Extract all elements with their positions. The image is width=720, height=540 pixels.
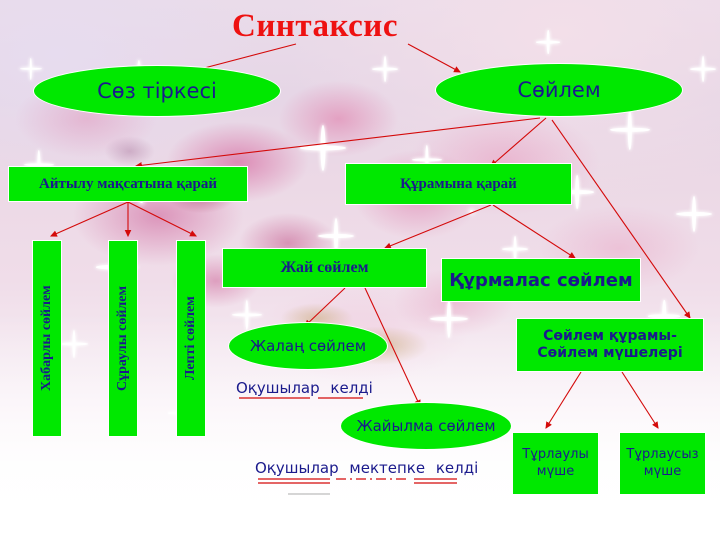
- node-aitylu-maqsatyna-qarai[interactable]: Айтылу мақсатына қарай: [8, 166, 248, 202]
- example-jaiylma-word-3: келді: [435, 459, 479, 477]
- node-qurmalas-label: Құрмалас сөйлем: [449, 269, 633, 291]
- node-jaiylma-label: Жайылма сөйлем: [356, 417, 496, 435]
- example-jaiylma-sentence: Оқушылар мектепке келді: [255, 459, 484, 477]
- arrow-quramy-to-turlausyz: [621, 371, 659, 429]
- node-jaiylma-soilem[interactable]: Жайылма сөйлем: [340, 402, 512, 450]
- node-turlausyz-line1: Тұрлаусыз: [626, 446, 699, 462]
- node-turlauly-line2: мүше: [536, 463, 575, 479]
- node-soz-tirkesi[interactable]: Сөз тіркесі: [33, 65, 281, 117]
- node-soilem-quramy-line1: Сөйлем құрамы-: [543, 327, 677, 344]
- node-soilem[interactable]: Сөйлем: [435, 63, 683, 117]
- node-surauly-soilem[interactable]: Сұраулы сөйлем: [108, 240, 138, 437]
- node-habarly-label: Хабарлы сөйлем: [39, 285, 54, 392]
- example-underlines: [239, 397, 457, 495]
- arrow-aitylu-to-lepti: [127, 201, 197, 237]
- example-jaiylma-word-2: мектепке: [349, 459, 426, 477]
- arrow-quramyna-to-jai-soilem: [383, 204, 492, 249]
- arrow-quramyna-to-qurmalas: [492, 204, 576, 259]
- node-lepti-soilem[interactable]: Лепті сөйлем: [176, 240, 206, 437]
- arrow-soilem-to-quramyna: [490, 117, 547, 167]
- arrow-jai-to-jalan: [304, 287, 346, 327]
- node-turlausyz-mushe[interactable]: Тұрлаусыз мүше: [619, 432, 706, 495]
- node-soilem-label: Сөйлем: [517, 78, 601, 102]
- example-jalan-sentence: Оқушылар келді: [236, 379, 379, 397]
- arrow-title-to-soilem: [407, 43, 461, 73]
- node-quramyna-label: Құрамына қарай: [400, 175, 517, 192]
- node-turlausyz-line2: мүше: [643, 463, 682, 479]
- node-lepti-label: Лепті сөйлем: [183, 296, 198, 381]
- node-quramyna-qarai[interactable]: Құрамына қарай: [345, 163, 572, 205]
- arrow-soilem-to-aitylu: [134, 117, 541, 169]
- node-surauly-label: Сұраулы сөйлем: [115, 286, 130, 392]
- node-soilem-quramy[interactable]: Сөйлем құрамы- Сөйлем мүшелері: [516, 318, 704, 372]
- example-jalan-word-2: келді: [330, 379, 373, 397]
- arrow-aitylu-to-habarly: [49, 201, 129, 237]
- example-jalan-word-1: Оқушылар: [236, 379, 320, 397]
- sparkle-dot-icon: [470, 210, 473, 213]
- node-habarly-soilem[interactable]: Хабарлы сөйлем: [32, 240, 62, 437]
- node-jai-soilem[interactable]: Жай сөйлем: [222, 248, 427, 288]
- page-title: Синтаксис: [232, 8, 398, 44]
- node-soilem-quramy-line2: Сөйлем мүшелері: [537, 345, 683, 361]
- arrow-soilem-to-soilem-quramy: [551, 119, 691, 319]
- arrow-jai-to-jaiylma: [364, 287, 421, 407]
- node-soz-tirkesi-label: Сөз тіркесі: [97, 79, 217, 103]
- node-jalan-label: Жалаң сөйлем: [249, 337, 367, 355]
- example-jaiylma-word-1: Оқушылар: [255, 459, 339, 477]
- node-aitylu-label: Айтылу мақсатына қарай: [38, 175, 218, 192]
- node-turlauly-line1: Тұрлаулы: [522, 446, 589, 462]
- node-jalan-soilem[interactable]: Жалаң сөйлем: [228, 322, 388, 370]
- node-turlauly-mushe[interactable]: Тұрлаулы мүше: [512, 432, 599, 495]
- arrow-quramy-to-turlauly: [545, 371, 582, 429]
- node-qurmalas-soilem[interactable]: Құрмалас сөйлем: [441, 258, 641, 302]
- node-jai-soilem-label: Жай сөйлем: [280, 259, 369, 276]
